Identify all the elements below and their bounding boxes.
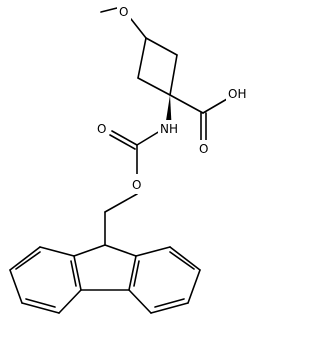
left-ring-bond bbox=[58, 289, 82, 314]
n-carbonyl-bond bbox=[136, 130, 161, 146]
ring-bond-bottom bbox=[137, 77, 171, 96]
acid-hydroxyl-label: OH bbox=[228, 87, 246, 101]
c-oh-bond bbox=[202, 98, 228, 114]
methoxy-oxygen-label: O bbox=[119, 5, 128, 19]
right-ring-bond bbox=[187, 269, 201, 304]
chemical-structure-diagram: O OH O NH O O bbox=[9, 4, 250, 314]
left-ring-bond bbox=[73, 255, 82, 291]
right-ring-bond bbox=[128, 289, 152, 314]
c9-left-bond bbox=[73, 244, 106, 257]
atom-labels: O OH O NH O O bbox=[95, 4, 250, 194]
right-ring-bond bbox=[135, 246, 171, 257]
right-ring-bond bbox=[169, 246, 201, 271]
carbamate-carbonyl-oxygen-label: O bbox=[97, 122, 106, 136]
ring-carboxyl-bond bbox=[169, 94, 204, 114]
right-ring-inner-bond bbox=[154, 298, 185, 308]
left-ring-bond bbox=[9, 269, 23, 304]
carbamate-ester-oxygen-label: O bbox=[132, 178, 141, 192]
ring-bond-right bbox=[169, 54, 178, 96]
c9-right-bond bbox=[104, 244, 137, 257]
ester-o-ch2-bond bbox=[104, 193, 138, 213]
left-ring-bond bbox=[39, 246, 75, 257]
carbamate-group bbox=[104, 130, 161, 246]
left-ring-bond bbox=[9, 246, 41, 271]
right-ring-bond bbox=[150, 302, 189, 314]
right-ring-inner-bond bbox=[169, 251, 195, 270]
left-ring-inner-bond bbox=[15, 251, 41, 270]
ring-bond-left bbox=[137, 37, 147, 79]
acid-carbonyl-oxygen-label: O bbox=[199, 142, 208, 156]
left-ring-bond bbox=[21, 302, 60, 314]
right-ring-bond bbox=[128, 255, 137, 291]
c-o-double-bond-a bbox=[111, 130, 138, 146]
ring-bond-top bbox=[145, 37, 178, 56]
cyclobutane-ring bbox=[137, 37, 178, 96]
methyl-o-bond bbox=[100, 7, 118, 13]
carboxylic-acid-group bbox=[169, 94, 228, 142]
methoxy-group bbox=[100, 7, 147, 39]
fluorenyl-group bbox=[9, 244, 201, 314]
amine-label: NH bbox=[160, 122, 178, 136]
c-o-double-bond-b bbox=[109, 134, 136, 150]
left-ring-inner-bond bbox=[70, 260, 77, 287]
left-ring-inner-bond bbox=[25, 298, 56, 308]
o-cyclobutane-bond bbox=[130, 18, 147, 39]
right-ring-inner-bond bbox=[133, 260, 140, 287]
stereo-wedge-bond bbox=[165, 95, 172, 124]
